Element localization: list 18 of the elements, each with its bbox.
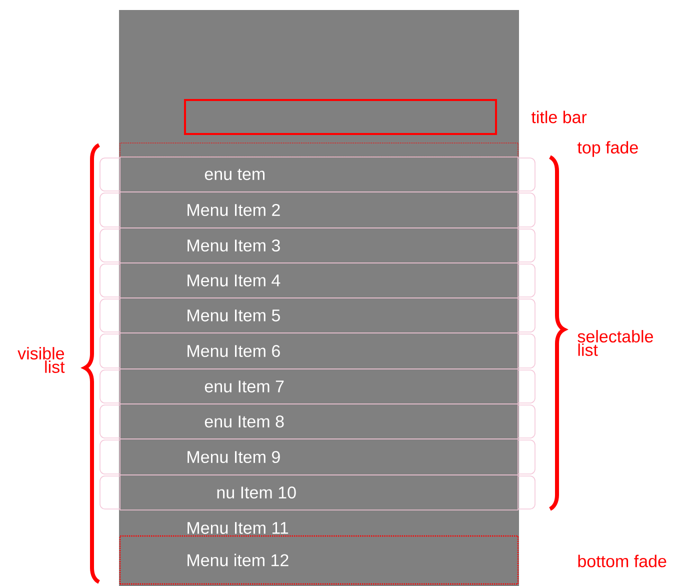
menu-row: Menu Item 4 (120, 262, 518, 298)
bottom-fade-box: Menu item 12 (119, 535, 519, 585)
annotation-label: top fade (577, 141, 638, 157)
menu-row: enu Item 8 (120, 404, 518, 440)
menu-row: Menu Item 6 (120, 332, 518, 370)
menu-row: Menu Item 2 (120, 192, 518, 228)
menu-row: enu Item 7 (120, 368, 518, 404)
menu-row: Menu Item 9 (120, 438, 518, 476)
menu-text: Menu Item 11 (188, 522, 288, 534)
menu-row: Menu Item 3 (120, 228, 518, 264)
menu-row: enu tem (120, 156, 518, 192)
annotation-label: visible list (18, 347, 65, 373)
menu-row: nu Item 10 (120, 474, 518, 510)
annotation-label: title bar (531, 110, 587, 124)
annotation-label: bottom fade (578, 554, 666, 568)
menu-row: Menu Item 5 (120, 298, 518, 334)
title-bar-box (184, 99, 497, 135)
annotation-label: selectable list (578, 330, 653, 356)
